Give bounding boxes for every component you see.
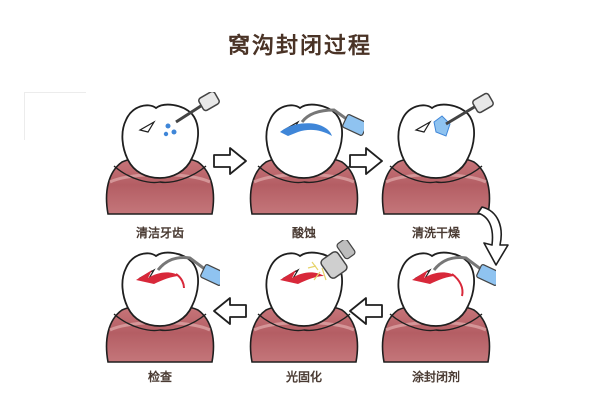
frame-line-left <box>24 92 25 140</box>
step-label: 酸蚀 <box>291 226 316 240</box>
arrow-right-icon <box>212 146 248 176</box>
brush-tool-icon <box>175 92 220 124</box>
step-inspect: 检查 <box>100 240 220 390</box>
frame-line-top <box>24 92 86 93</box>
tooth-illustration <box>376 92 494 222</box>
step-rinse-dry: 清洗干燥 <box>376 92 496 242</box>
tooth-illustration <box>244 92 364 222</box>
curved-arrow-down-icon <box>477 206 509 266</box>
step-label: 清洗干燥 <box>411 226 460 240</box>
step-clean-teeth: 清洁牙齿 <box>100 92 220 242</box>
inspection-applicator-icon <box>156 256 220 286</box>
step-label: 光固化 <box>285 370 322 384</box>
step-label: 检查 <box>147 370 172 384</box>
tooth-illustration <box>100 92 220 222</box>
tooth-illustration <box>376 240 496 370</box>
step-acid-etch: 酸蚀 <box>244 92 364 242</box>
step-label: 清洁牙齿 <box>135 226 184 240</box>
etchant-applicator-icon <box>300 108 364 136</box>
page-title: 窝沟封闭过程 <box>227 34 372 59</box>
sealant-applicator-icon <box>432 256 496 286</box>
step-light-cure: 光固化 <box>244 240 364 390</box>
step-label: 涂封闭剂 <box>411 370 460 384</box>
air-water-syringe-icon <box>445 92 494 126</box>
curing-light-icon <box>320 240 356 279</box>
tooth-illustration <box>244 240 364 370</box>
step-apply-sealant: 涂封闭剂 <box>376 240 496 390</box>
light-glow <box>307 261 327 281</box>
tooth-illustration <box>100 240 220 370</box>
